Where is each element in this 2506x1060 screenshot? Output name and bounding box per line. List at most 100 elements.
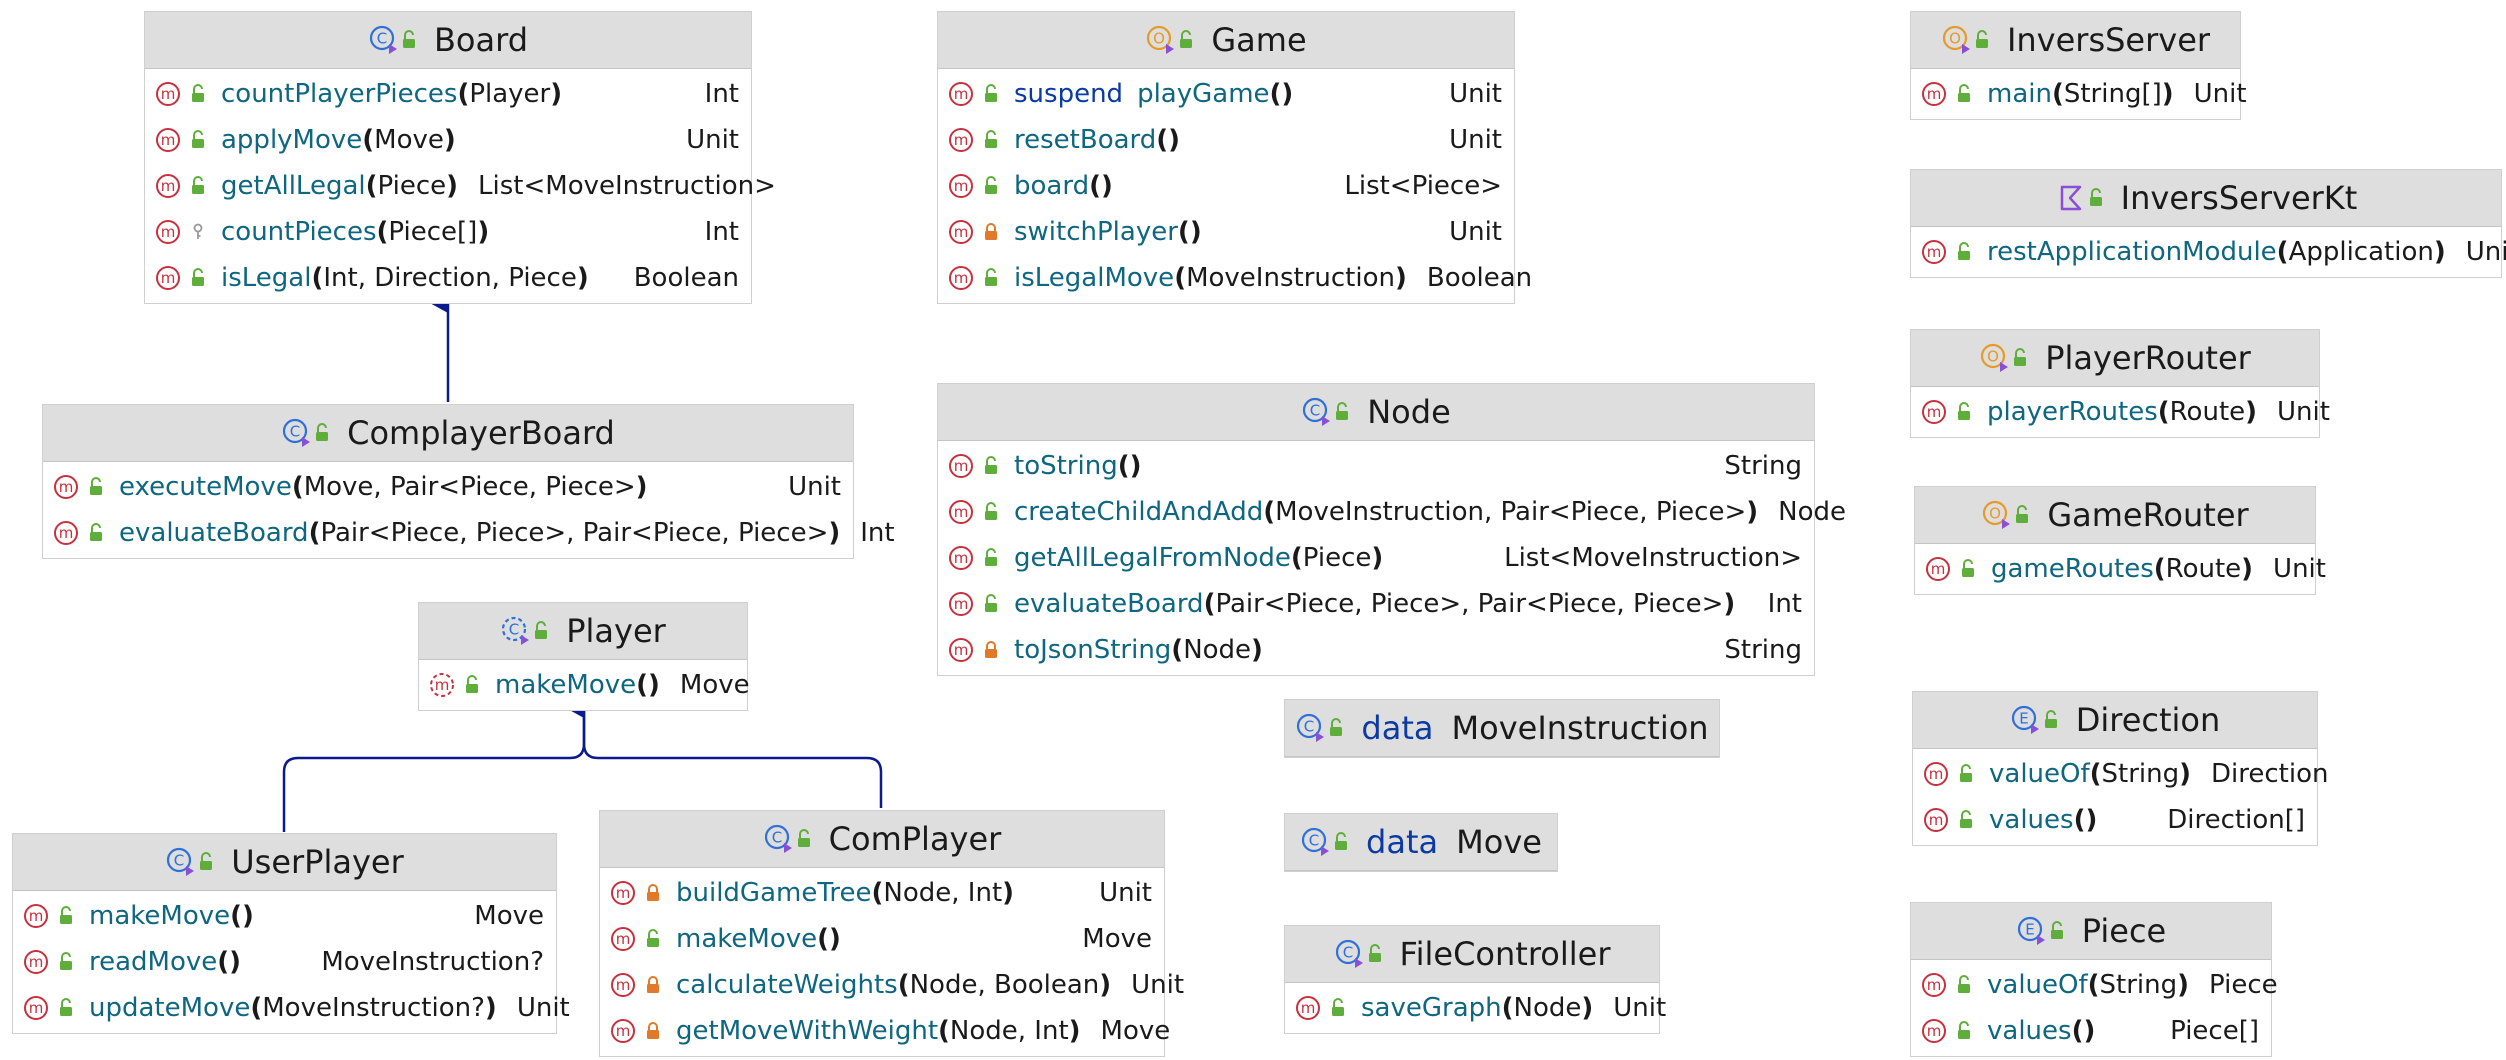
- method-params: (String): [2088, 970, 2189, 1000]
- svg-text:m: m: [954, 269, 969, 287]
- public-unlocked-icon: [2089, 188, 2102, 206]
- class-header-icons: C: [500, 615, 550, 647]
- svg-text:m: m: [1927, 403, 1942, 421]
- method-row-icons: m: [155, 127, 207, 153]
- public-unlocked-icon: [985, 594, 997, 612]
- paren-open: (: [1501, 993, 1514, 1023]
- method-return-type: String: [1724, 451, 1802, 481]
- method-name: calculateWeights: [676, 970, 898, 1000]
- method-name: executeMove: [119, 472, 292, 502]
- method-return-type: Unit: [2465, 237, 2506, 267]
- class-header-icons: O: [1979, 342, 2029, 374]
- method-icon: m: [949, 546, 973, 570]
- method-params: (Player): [457, 79, 562, 109]
- class-header-icons: E: [2016, 915, 2066, 947]
- svg-text:O: O: [1949, 30, 1961, 48]
- svg-text:m: m: [954, 457, 969, 475]
- method-return-type: Unit: [2277, 397, 2330, 427]
- method-return-type: Boolean: [633, 263, 739, 293]
- svg-text:m: m: [161, 177, 176, 195]
- svg-text:m: m: [616, 1022, 631, 1040]
- paren-close: ): [635, 472, 648, 502]
- method-return-type: Unit: [2273, 554, 2326, 584]
- method-params: (): [1178, 217, 1202, 247]
- svg-text:C: C: [1310, 402, 1320, 420]
- public-unlocked-icon: [90, 477, 102, 495]
- public-unlocked-icon: [1958, 1021, 1970, 1039]
- svg-text:m: m: [161, 85, 176, 103]
- method-icon: m: [54, 475, 78, 499]
- method-params: (): [2074, 805, 2098, 835]
- method-icon: m: [1924, 808, 1948, 832]
- method-name: evaluateBoard: [1014, 589, 1204, 619]
- paren-open: (: [938, 1016, 950, 1046]
- public-unlocked-icon: [1336, 402, 1349, 420]
- method-icon: m: [156, 174, 180, 198]
- method-name: countPieces: [221, 217, 377, 247]
- method-param-list: Move, Pair<Piece, Piece>: [303, 472, 636, 502]
- class-header-icons: C: [368, 24, 418, 56]
- private-lock-icon: [985, 223, 997, 240]
- public-unlocked-icon: [200, 852, 213, 870]
- public-unlocked-icon: [1958, 402, 1970, 420]
- public-unlocked-icon: [985, 176, 997, 194]
- method-icon: m: [1922, 82, 1946, 106]
- method-params: (Application): [2277, 237, 2446, 267]
- method-row-icons: m: [155, 173, 207, 199]
- paren-close: ): [1394, 263, 1407, 293]
- method-name: toString: [1014, 451, 1118, 481]
- method-return-type: Move: [474, 901, 544, 931]
